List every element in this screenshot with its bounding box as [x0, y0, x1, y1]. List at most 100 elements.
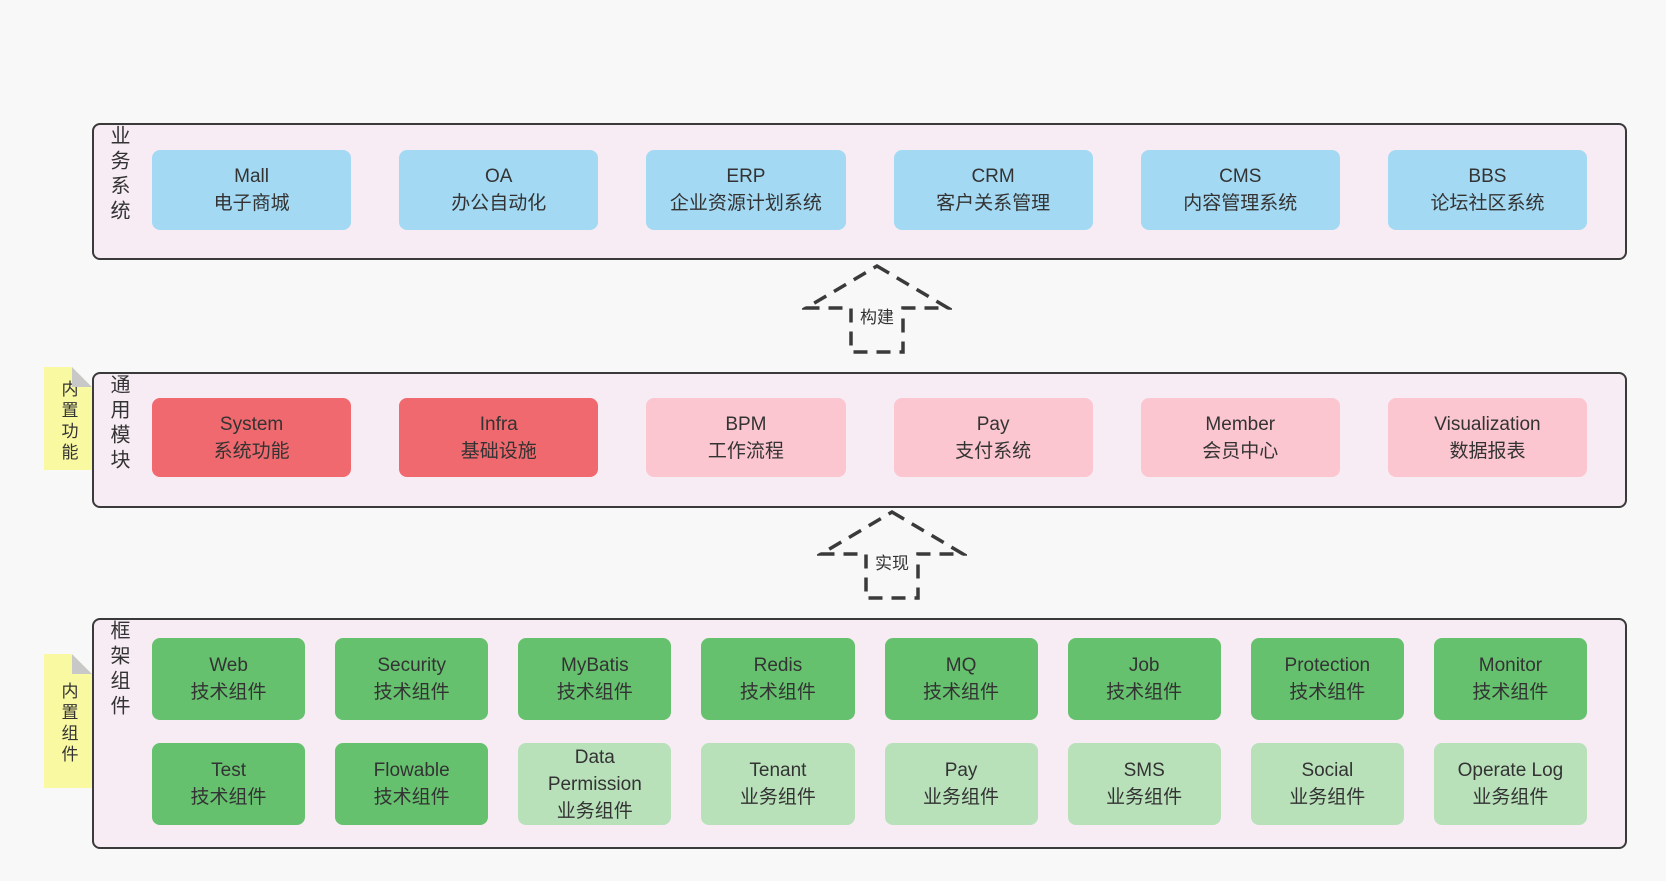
box-title: MQ: [945, 655, 977, 676]
box-subtitle: 技术组件: [190, 682, 267, 703]
system-box: System 系统功能: [152, 398, 352, 477]
erp-box: ERP 企业资源计划系统: [646, 150, 846, 230]
box-subtitle: 技术组件: [1106, 682, 1183, 703]
box-subtitle: 系统功能: [213, 440, 290, 462]
box-subtitle: 业务组件: [1472, 787, 1549, 808]
bbs-box: BBS 论坛社区系统: [1387, 150, 1588, 230]
web-box: Web 技术组件: [152, 638, 306, 720]
protection-box: Protection 技术组件: [1250, 638, 1404, 720]
box-subtitle: 技术组件: [556, 682, 633, 703]
crm-box: CRM 客户关系管理: [893, 150, 1093, 230]
box-subtitle: 内容管理系统: [1183, 193, 1298, 214]
redis-box: Redis 技术组件: [701, 638, 855, 720]
build-arrow-label: 构建: [857, 302, 897, 329]
builtin-features-note: 内置功能: [44, 367, 92, 470]
box-subtitle: 业务组件: [1106, 787, 1183, 808]
box-subtitle: 电子商城: [213, 193, 290, 214]
folded-corner-icon: [72, 367, 92, 387]
box-title: Social: [1301, 760, 1354, 781]
box-title: Tenant: [749, 760, 807, 781]
box-title: Infra: [479, 413, 518, 435]
visualization-box: Visualization 数据报表: [1387, 398, 1588, 477]
box-subtitle: 技术组件: [373, 682, 450, 703]
box-title: OA: [485, 166, 513, 187]
box-subtitle: 支付系统: [955, 440, 1032, 462]
sms-box: SMS 业务组件: [1067, 743, 1221, 825]
box-subtitle: 基础设施: [460, 440, 537, 462]
box-title: Security: [377, 655, 446, 676]
box-title: System: [219, 413, 284, 435]
pay-box: Pay 支付系统: [893, 398, 1093, 477]
builtin-components-note: 内置组件: [44, 654, 92, 788]
box-subtitle: 技术组件: [739, 682, 816, 703]
operate-log-box: Operate Log 业务组件: [1433, 743, 1587, 825]
box-subtitle: 业务组件: [739, 787, 816, 808]
box-title: SMS: [1123, 760, 1165, 781]
box-title: Data Permission: [547, 746, 642, 795]
box-title: Flowable: [373, 760, 450, 781]
security-box: Security 技术组件: [335, 638, 489, 720]
box-subtitle: 技术组件: [923, 682, 1000, 703]
box-subtitle: 办公自动化: [451, 193, 547, 214]
box-subtitle: 业务组件: [923, 787, 1000, 808]
box-title: Monitor: [1478, 655, 1543, 676]
implement-arrow: 实现: [817, 508, 967, 600]
box-title: Visualization: [1434, 413, 1541, 435]
box-title: Test: [211, 760, 246, 781]
box-title: Web: [209, 655, 248, 676]
box-subtitle: 企业资源计划系统: [669, 193, 822, 214]
mybatis-box: MyBatis 技术组件: [518, 638, 672, 720]
box-title: CMS: [1219, 166, 1262, 187]
cms-box: CMS 内容管理系统: [1140, 150, 1340, 230]
box-subtitle: 客户关系管理: [936, 193, 1051, 214]
data-permission-box: Data Permission 业务组件: [518, 743, 672, 825]
box-subtitle: 论坛社区系统: [1430, 193, 1545, 214]
box-title: Mall: [234, 166, 269, 187]
framework-components-label: 框架组件: [107, 620, 129, 720]
implement-arrow-label: 实现: [872, 548, 912, 575]
box-subtitle: 技术组件: [190, 787, 267, 808]
box-subtitle: 工作流程: [707, 440, 784, 462]
up-arrow-icon: [802, 263, 952, 354]
build-arrow: 构建: [802, 262, 952, 354]
box-title: Pay: [944, 760, 978, 781]
box-title: Member: [1205, 413, 1276, 435]
common-modules-label: 通用模块: [107, 374, 129, 474]
folded-corner-icon: [72, 654, 92, 674]
common-modules-section: 通用模块 System 系统功能 Infra 基础设施 BPM 工作流程 Pay 支付系统 Me…: [92, 372, 1627, 508]
mq-box: MQ 技术组件: [884, 638, 1038, 720]
tenant-box: Tenant 业务组件: [701, 743, 855, 825]
box-title: Job: [1128, 655, 1160, 676]
box-title: Operate Log: [1457, 760, 1564, 781]
builtin-features-note-label: 内置功能: [58, 379, 78, 464]
box-title: CRM: [971, 166, 1015, 187]
box-title: Redis: [753, 655, 803, 676]
box-title: Pay: [976, 413, 1010, 435]
box-title: ERP: [726, 166, 766, 187]
box-subtitle: 业务组件: [556, 800, 633, 822]
mall-box: Mall 电子商城: [152, 150, 352, 230]
box-subtitle: 数据报表: [1449, 440, 1526, 462]
business-systems-label: 业务系统: [107, 125, 129, 225]
business-systems-row: Mall 电子商城 OA 办公自动化 ERP 企业资源计划系统 CRM 客户关系管理 CMS 内容…: [152, 150, 1588, 230]
job-box: Job 技术组件: [1067, 638, 1221, 720]
oa-box: OA 办公自动化: [399, 150, 599, 230]
box-title: MyBatis: [561, 655, 629, 676]
box-title: BPM: [725, 413, 767, 435]
box-title: Protection: [1284, 655, 1371, 676]
box-subtitle: 技术组件: [373, 787, 450, 808]
flowable-box: Flowable 技术组件: [335, 743, 489, 825]
box-title: BBS: [1468, 166, 1507, 187]
infra-box: Infra 基础设施: [399, 398, 599, 477]
builtin-components-note-label: 内置组件: [58, 682, 78, 766]
box-subtitle: 技术组件: [1289, 682, 1366, 703]
test-box: Test 技术组件: [152, 743, 306, 825]
